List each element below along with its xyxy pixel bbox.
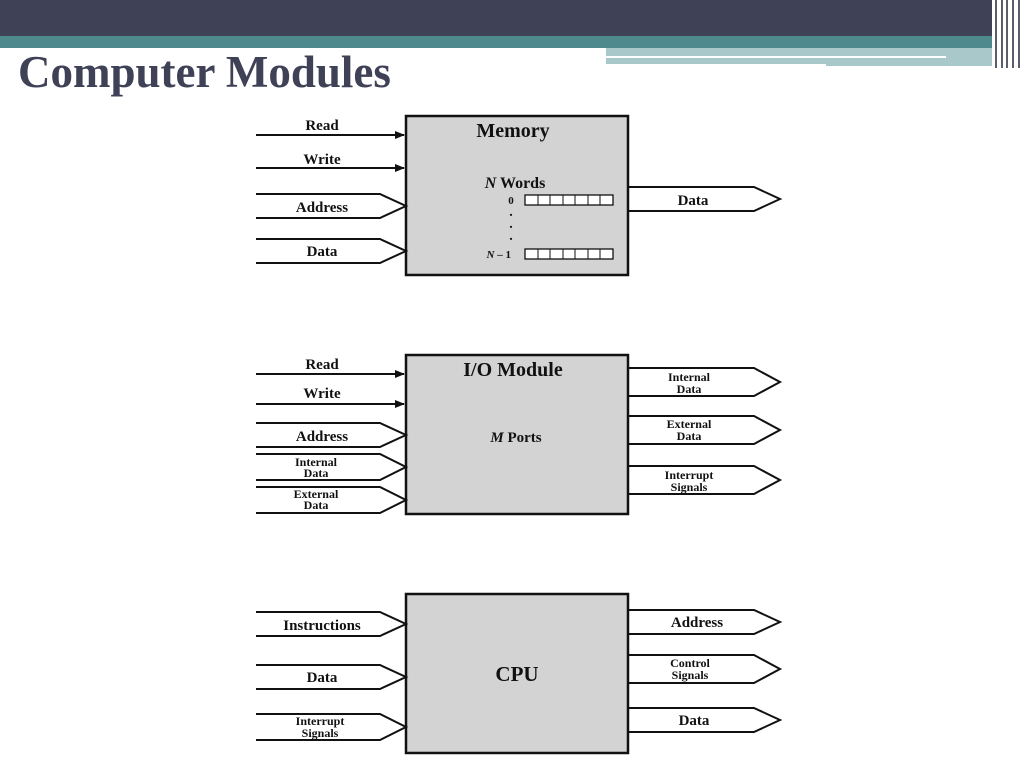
io-internal-data-in-label-2: Data: [304, 466, 329, 480]
word-cells: [524, 248, 614, 260]
io-internal-data-out-label-2: Data: [677, 382, 702, 396]
io-external-data-out-label-1: External: [667, 417, 712, 431]
io-internal-data-in-label-1: Internal: [295, 455, 338, 469]
cpu-address-out-label: Address: [671, 615, 723, 631]
cpu-interrupt-in-label-1: Interrupt: [296, 714, 345, 728]
corner-stripe: [995, 0, 997, 68]
corner-decoration: [992, 0, 1024, 68]
memory-word-cells-last: [524, 248, 614, 260]
io-internal-data-out-bus: [628, 367, 783, 397]
cpu-instructions-label: Instructions: [283, 618, 361, 634]
memory-data-out-bus: [628, 186, 783, 212]
index-variable: N: [486, 249, 496, 261]
index-rest: – 1: [495, 249, 512, 261]
io-module: I/O Module M Ports Read Write Address In…: [256, 353, 783, 516]
corner-stripe: [1001, 0, 1003, 68]
cpu-box: [404, 592, 630, 755]
io-read-label: Read: [305, 357, 339, 373]
io-interrupt-out-label-1: Interrupt: [665, 468, 714, 482]
io-write-label: Write: [303, 386, 341, 402]
io-interrupt-out-bus: [628, 465, 783, 495]
cpu-data-in-bus: [256, 664, 409, 690]
page-title: Computer Modules: [18, 47, 391, 97]
memory-word-cells-first: [524, 194, 614, 206]
words-text: Words: [496, 175, 545, 192]
cpu-data-in-label: Data: [307, 670, 338, 686]
io-ports-label: M Ports: [489, 430, 541, 446]
io-internal-data-out-label-1: Internal: [668, 370, 711, 384]
io-external-data-in-bus: [256, 486, 409, 514]
accent-line: [606, 56, 946, 58]
ellipsis-dot: .: [509, 229, 513, 244]
memory-data-out-label: Data: [678, 193, 709, 209]
io-label: I/O Module: [463, 359, 563, 381]
io-external-data-in-label-2: Data: [304, 498, 329, 512]
cpu-data-out-bus: [628, 707, 783, 733]
corner-stripe: [1006, 0, 1008, 68]
cpu-label: CPU: [495, 662, 538, 686]
io-interrupt-out-label-2: Signals: [671, 480, 708, 494]
cpu-control-out-label-2: Signals: [672, 668, 709, 682]
word-index-first: 0: [508, 195, 514, 207]
memory-address-bus: [256, 193, 409, 219]
memory-data-in-label: Data: [307, 244, 338, 260]
word-index-last: N – 1: [486, 249, 511, 261]
memory-write-label: Write: [303, 152, 341, 168]
header-bar: [0, 0, 1024, 36]
io-external-data-in-label-1: External: [294, 487, 339, 501]
io-address-bus: [256, 422, 409, 448]
cpu-control-out-label-1: Control: [670, 656, 710, 670]
memory-label: Memory: [476, 120, 549, 142]
io-external-data-out-label-2: Data: [677, 429, 702, 443]
memory-data-in-bus: [256, 238, 409, 264]
cpu-interrupt-in-bus: [256, 713, 409, 741]
memory-read-label: Read: [305, 118, 339, 134]
ports-text: Ports: [504, 430, 542, 446]
cpu-module: CPU Instructions Data Interrupt Signals …: [256, 592, 783, 755]
ellipsis-dot: .: [509, 217, 513, 232]
cpu-instructions-bus: [256, 611, 409, 637]
ports-variable: M: [489, 430, 504, 446]
cpu-address-out-bus: [628, 609, 783, 635]
accent-line: [606, 64, 826, 67]
corner-stripe: [1018, 0, 1020, 68]
memory-words-label: N Words: [484, 175, 546, 192]
cpu-interrupt-in-label-2: Signals: [302, 726, 339, 740]
word-cells: [524, 194, 614, 206]
accent-band: [0, 36, 1024, 48]
io-external-data-out-bus: [628, 415, 783, 445]
io-box: [404, 353, 630, 516]
words-variable: N: [484, 175, 498, 192]
cpu-control-out-bus: [628, 654, 783, 684]
memory-address-label: Address: [296, 200, 348, 216]
cpu-data-out-label: Data: [679, 713, 710, 729]
ellipsis-dot: .: [509, 205, 513, 220]
io-internal-data-in-bus: [256, 453, 409, 481]
io-address-label: Address: [296, 429, 348, 445]
corner-stripe: [1012, 0, 1014, 68]
memory-module: Memory N Words 0 . . . N – 1 Read Write: [256, 114, 783, 277]
